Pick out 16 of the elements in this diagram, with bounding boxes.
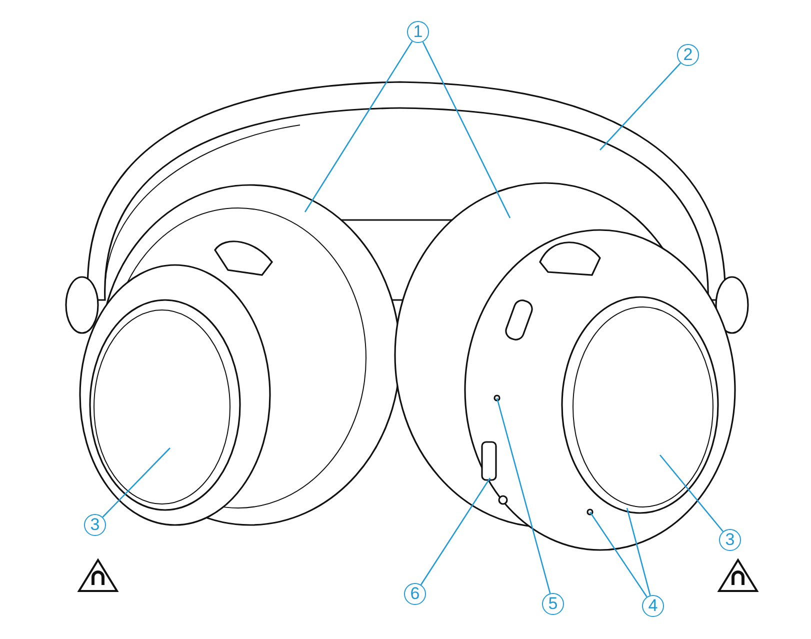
leader-line xyxy=(496,398,551,594)
leader-line xyxy=(420,478,491,586)
callout-number: 5 xyxy=(542,593,564,615)
leader-line xyxy=(626,508,651,596)
leader-line xyxy=(600,62,681,150)
leader-line xyxy=(304,40,413,212)
leader-line xyxy=(660,454,724,532)
leader-line xyxy=(102,448,170,518)
callout-number: 2 xyxy=(677,44,699,66)
leader-line xyxy=(589,512,648,598)
callout-number: 6 xyxy=(404,583,426,605)
leader-line xyxy=(422,42,511,218)
callout-number: 4 xyxy=(642,595,664,617)
callout-number: 3 xyxy=(719,529,741,551)
callout-number: 1 xyxy=(407,21,429,43)
callout-number: 3 xyxy=(84,514,106,536)
